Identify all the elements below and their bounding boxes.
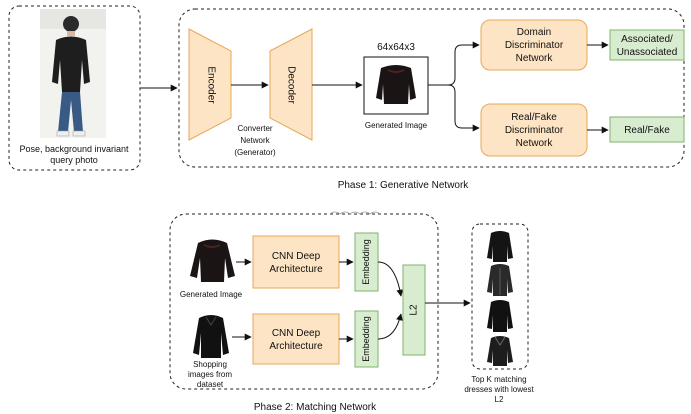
converter-label-line1: Converter xyxy=(237,124,272,133)
cnn-bottom-line2: Architecture xyxy=(269,341,323,352)
l2-label: L2 xyxy=(409,304,420,316)
l2-block xyxy=(402,264,426,356)
converter-label-line2: Network xyxy=(240,136,270,145)
query-caption-line1: Pose, background invariant xyxy=(19,144,129,154)
arrow-image-to-realfake xyxy=(447,84,480,132)
phase2-title: Phase 2: Matching Network xyxy=(254,402,377,413)
domain-disc-line1: Domain xyxy=(517,27,551,38)
cnn-top-line1: CNN Deep xyxy=(272,251,321,262)
topk-caption-line2: dresses with lowest xyxy=(464,385,534,394)
shopping-caption-line1: Shopping xyxy=(193,360,227,369)
topk-item-4 xyxy=(487,336,513,366)
shopping-caption-line3: dataset xyxy=(197,380,224,389)
domain-disc-line3: Network xyxy=(516,53,554,64)
generated-image-p1 xyxy=(376,65,416,104)
image-size-label: 64x64x3 xyxy=(377,42,415,53)
realfake-output xyxy=(609,116,685,143)
topk-frame xyxy=(471,223,529,370)
phase1-title: Phase 1: Generative Network xyxy=(338,180,470,191)
realfake-disc-line1: Real/Fake xyxy=(511,112,557,123)
encoder-label: Encoder xyxy=(205,66,216,104)
cnn-top-line2: Architecture xyxy=(269,264,323,275)
query-photo xyxy=(40,9,106,138)
converter-label-line3: (Generator) xyxy=(234,148,276,157)
generated-image-caption-p2: Generated Image xyxy=(180,290,243,299)
realfake-disc-line3: Network xyxy=(516,138,554,149)
topk-caption-line1: Top K matching xyxy=(471,375,526,384)
assoc-line1: Associated/ xyxy=(621,34,673,45)
realfake-disc-line2: Discriminator xyxy=(505,125,564,136)
topk-item-2 xyxy=(487,264,513,296)
topk-item-3 xyxy=(487,300,513,332)
cnn-bottom-line1: CNN Deep xyxy=(272,328,321,339)
domain-disc-line2: Discriminator xyxy=(505,40,564,51)
arrow-image-to-domain xyxy=(428,41,480,86)
generated-image-p2 xyxy=(190,239,235,282)
cnn-block-bottom xyxy=(252,313,340,365)
embedding-bottom-label: Embedding xyxy=(361,316,371,362)
cnn-block-top xyxy=(252,235,340,289)
decoder-block xyxy=(269,28,313,141)
phase1-container xyxy=(178,8,685,168)
shopping-caption-line2: images from xyxy=(188,370,232,379)
topk-caption-line3: L2 xyxy=(495,395,504,404)
arrow-embedding-bottom-to-l2 xyxy=(377,313,403,340)
phase2-top-mark xyxy=(329,211,381,215)
decoder-label: Decoder xyxy=(285,66,296,104)
topk-item-1 xyxy=(487,231,513,262)
encoder-block xyxy=(188,28,232,141)
associated-output xyxy=(609,29,685,61)
query-caption-line2: query photo xyxy=(50,155,98,165)
shopping-image xyxy=(193,315,229,358)
embedding-top-label: Embedding xyxy=(361,239,371,285)
realfake-output-label: Real/Fake xyxy=(624,125,670,136)
assoc-line2: Unassociated xyxy=(617,47,678,58)
phase2-container xyxy=(169,213,439,390)
generated-image-caption-p1: Generated Image xyxy=(365,121,428,130)
arrow-embedding-top-to-l2 xyxy=(377,261,404,297)
